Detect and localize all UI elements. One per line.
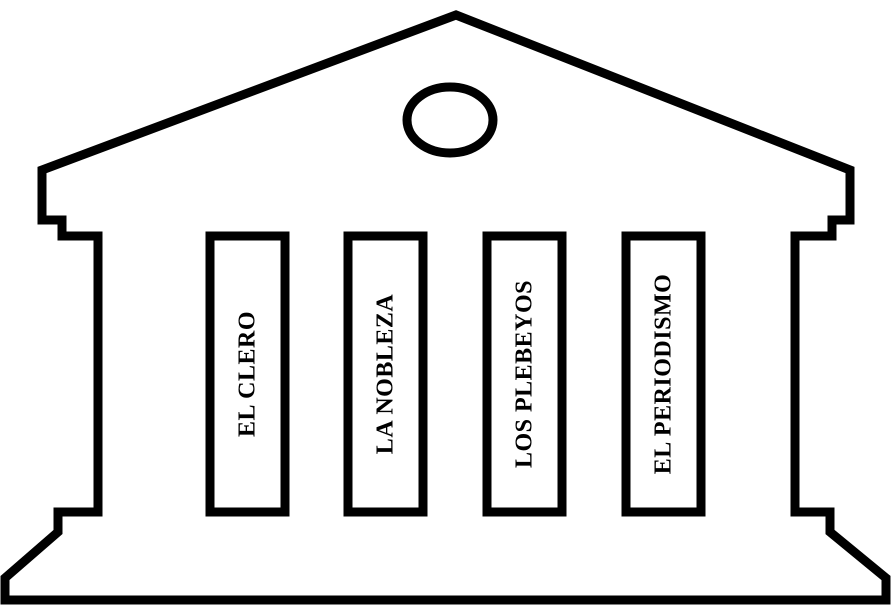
pediment-oval-window (407, 87, 493, 153)
temple-outline (5, 15, 886, 600)
pillar-4-label: EL PERIODISMO (651, 274, 677, 475)
pillar-3-label: LOS PLEBEYOS (512, 280, 538, 468)
pillar-2-label: LA NOBLEZA (373, 294, 399, 455)
pillar-1-label: EL CLERO (235, 311, 261, 437)
